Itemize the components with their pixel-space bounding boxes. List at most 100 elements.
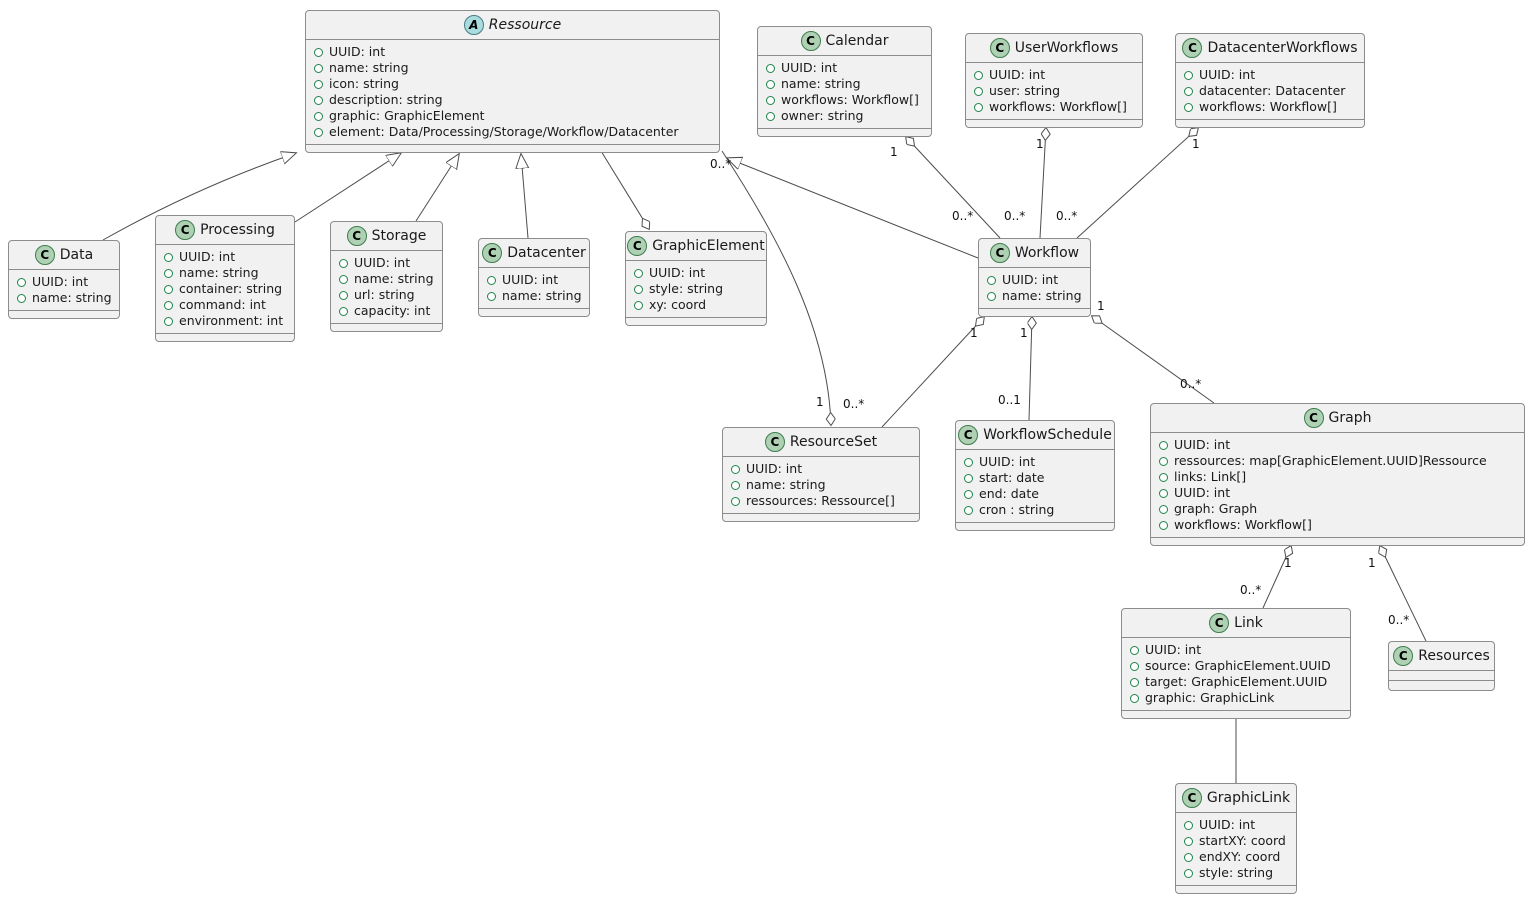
attribute-row: name: string: [987, 288, 1082, 304]
edge-datacenterworkflows-workflow-aggregation: [1076, 128, 1198, 239]
attribute-row: workflows: Workflow[]: [766, 92, 923, 108]
attribute-row: UUID: int: [766, 60, 923, 76]
attribute-text: UUID: int: [32, 274, 89, 289]
class-icon: C: [764, 432, 785, 452]
attribute-text: owner: string: [781, 108, 864, 123]
class-name: Workflow: [1014, 245, 1080, 261]
attribute-row: description: string: [314, 92, 711, 108]
class-name: UserWorkflows: [1014, 40, 1119, 56]
attribute-text: UUID: int: [1199, 817, 1256, 832]
class-name: DatacenterWorkflows: [1207, 40, 1358, 56]
field-visibility-icon: [634, 300, 643, 310]
attribute-text: datacenter: Datacenter: [1199, 83, 1346, 98]
attribute-text: name: string: [1002, 288, 1082, 303]
attribute-row: workflows: Workflow[]: [1184, 99, 1356, 115]
attribute-text: endXY: coord: [1199, 849, 1281, 864]
attribute-row: cron : string: [964, 502, 1106, 518]
attribute-row: owner: string: [766, 108, 923, 124]
attribute-text: style: string: [649, 281, 724, 296]
attribute-row: UUID: int: [1159, 485, 1516, 501]
attribute-row: graphic: GraphicLink: [1130, 690, 1342, 706]
abstract-class-icon: A: [463, 15, 484, 35]
attribute-text: cron : string: [979, 502, 1055, 517]
attribute-text: workflows: Workflow[]: [989, 99, 1127, 114]
class-icon: C: [989, 38, 1010, 58]
class-name: Storage: [371, 228, 427, 244]
class-header: C Datacenter: [479, 239, 589, 268]
attribute-row: UUID: int: [1184, 817, 1288, 833]
methods-compartment: [1151, 538, 1524, 545]
attribute-text: environment: int: [179, 313, 284, 328]
class-header: C UserWorkflows: [966, 34, 1142, 63]
class-header: C GraphicLink: [1176, 784, 1296, 813]
field-visibility-icon: [17, 277, 26, 287]
attribute-row: xy: coord: [634, 297, 758, 313]
attribute-text: element: Data/Processing/Storage/Workflo…: [329, 124, 679, 139]
methods-compartment: [156, 334, 294, 341]
attribute-row: links: Link[]: [1159, 469, 1516, 485]
field-visibility-icon: [964, 505, 973, 515]
class-icon: C: [1182, 38, 1203, 58]
attribute-text: graphic: GraphicLink: [1145, 690, 1275, 705]
multiplicity-label: 0..*: [1180, 377, 1202, 391]
class-header: C Processing: [156, 216, 294, 245]
attribute-row: graphic: GraphicElement: [314, 108, 711, 124]
multiplicity-label: 0..1: [998, 393, 1021, 407]
multiplicity-label: 1: [970, 326, 978, 340]
methods-compartment-empty: [1389, 681, 1494, 690]
attribute-text: xy: coord: [649, 297, 707, 312]
attribute-row: graph: Graph: [1159, 501, 1516, 517]
attribute-text: workflows: Workflow[]: [1174, 517, 1312, 532]
attribute-text: name: string: [179, 265, 259, 280]
multiplicity-label: 1: [1368, 556, 1376, 570]
field-visibility-icon: [766, 63, 775, 73]
field-visibility-icon: [314, 95, 323, 105]
field-visibility-icon: [487, 291, 496, 301]
attribute-row: icon: string: [314, 76, 711, 92]
class-name: Resources: [1418, 648, 1490, 664]
attribute-row: UUID: int: [974, 67, 1134, 83]
edge-workflow-graph-aggregation: [1092, 316, 1215, 404]
class-icon: C: [627, 236, 648, 256]
field-visibility-icon: [1184, 852, 1193, 862]
attribute-text: user: string: [989, 83, 1061, 98]
edge-data-extends-ressource: [102, 153, 296, 241]
class-header: C Storage: [331, 222, 442, 251]
attribute-row: UUID: int: [487, 272, 581, 288]
attribute-row: UUID: int: [164, 249, 286, 265]
attribute-text: container: string: [179, 281, 283, 296]
attribute-text: name: string: [781, 76, 861, 91]
attribute-row: name: string: [17, 290, 112, 306]
attribute-text: UUID: int: [1002, 272, 1059, 287]
attribute-text: name: string: [329, 60, 409, 75]
edge-processing-extends-ressource: [294, 153, 401, 223]
attribute-row: element: Data/Processing/Storage/Workflo…: [314, 124, 711, 140]
edge-graph-link-aggregation: [1262, 546, 1291, 609]
field-visibility-icon: [1159, 488, 1168, 498]
multiplicity-label: 0..*: [1388, 613, 1410, 627]
class-header: C GraphicElement: [626, 232, 766, 261]
class-name: Datacenter: [507, 245, 586, 261]
methods-compartment: [1176, 120, 1364, 127]
field-visibility-icon: [164, 252, 173, 262]
field-visibility-icon: [314, 63, 323, 73]
field-visibility-icon: [1130, 661, 1139, 671]
attribute-row: UUID: int: [987, 272, 1082, 288]
class-icon: C: [1303, 408, 1324, 428]
field-visibility-icon: [164, 284, 173, 294]
attributes-compartment-empty: [1389, 671, 1494, 681]
attribute-row: UUID: int: [634, 265, 758, 281]
field-visibility-icon: [339, 274, 348, 284]
edge-graph-resources-aggregation: [1380, 546, 1427, 642]
attribute-text: source: GraphicElement.UUID: [1145, 658, 1331, 673]
attribute-row: end: date: [964, 486, 1106, 502]
